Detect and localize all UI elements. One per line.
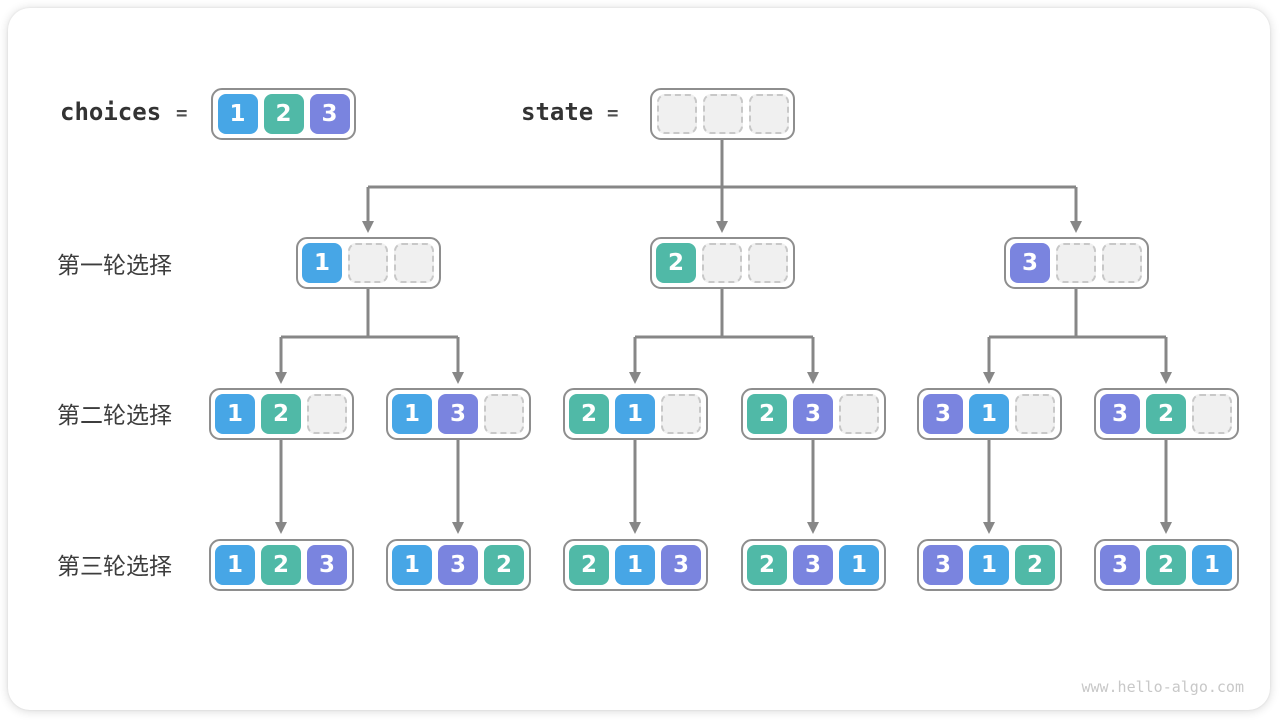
value-cell-3: 3: [793, 545, 833, 585]
value-cell-1: 1: [392, 394, 432, 434]
value-cell-1: 1: [392, 545, 432, 585]
watermark: www.hello-algo.com: [1081, 678, 1244, 696]
value-cell-3: 3: [661, 545, 701, 585]
value-cell-3: 3: [923, 394, 963, 434]
value-cell-3: 3: [1100, 394, 1140, 434]
node-level1-2: 2: [649, 237, 795, 289]
empty-slot: [307, 394, 347, 434]
value-cell-1: 1: [215, 394, 255, 434]
value-cell-1: 1: [839, 545, 879, 585]
value-cell-2: 2: [747, 394, 787, 434]
value-cell-1: 1: [1192, 545, 1232, 585]
value-cell-1: 1: [969, 394, 1009, 434]
value-cell-3: 3: [309, 94, 350, 134]
state-box: [650, 88, 795, 140]
empty-slot: [702, 94, 743, 134]
empty-slot: [1015, 394, 1055, 434]
value-cell-1: 1: [215, 545, 255, 585]
empty-slot: [839, 394, 879, 434]
value-cell-3: 3: [1010, 243, 1050, 283]
empty-slot: [348, 243, 388, 283]
state-label: state: [521, 98, 594, 126]
empty-slot: [748, 94, 789, 134]
empty-slot: [748, 243, 788, 283]
empty-slot: [656, 94, 697, 134]
value-cell-3: 3: [1100, 545, 1140, 585]
state-equals-sign: =: [607, 102, 619, 124]
value-cell-1: 1: [302, 243, 342, 283]
value-cell-1: 1: [615, 545, 655, 585]
row-label-round-1: 第一轮选择: [57, 252, 172, 278]
empty-slot: [394, 243, 434, 283]
node-level1-1: 1: [295, 237, 441, 289]
value-cell-3: 3: [307, 545, 347, 585]
value-cell-3: 3: [793, 394, 833, 434]
value-cell-2: 2: [656, 243, 696, 283]
empty-slot: [661, 394, 701, 434]
empty-slot: [1102, 243, 1142, 283]
empty-slot: [1192, 394, 1232, 434]
value-cell-2: 2: [747, 545, 787, 585]
empty-slot: [484, 394, 524, 434]
value-cell-3: 3: [923, 545, 963, 585]
value-cell-1: 1: [615, 394, 655, 434]
value-cell-3: 3: [438, 545, 478, 585]
choices-label: choices: [60, 98, 162, 126]
value-cell-2: 2: [261, 545, 301, 585]
value-cell-2: 2: [1146, 394, 1186, 434]
value-cell-1: 1: [217, 94, 258, 134]
value-cell-1: 1: [969, 545, 1009, 585]
value-cell-2: 2: [261, 394, 301, 434]
value-cell-2: 2: [484, 545, 524, 585]
node-level1-3: 3: [1003, 237, 1149, 289]
row-label-round-3: 第三轮选择: [57, 553, 172, 579]
value-cell-2: 2: [569, 394, 609, 434]
value-cell-2: 2: [569, 545, 609, 585]
row-label-round-2: 第二轮选择: [57, 402, 172, 428]
value-cell-3: 3: [438, 394, 478, 434]
value-cell-2: 2: [1146, 545, 1186, 585]
choices-equals-sign: =: [176, 102, 188, 124]
value-cell-2: 2: [1015, 545, 1055, 585]
empty-slot: [702, 243, 742, 283]
value-cell-2: 2: [263, 94, 304, 134]
empty-slot: [1056, 243, 1096, 283]
